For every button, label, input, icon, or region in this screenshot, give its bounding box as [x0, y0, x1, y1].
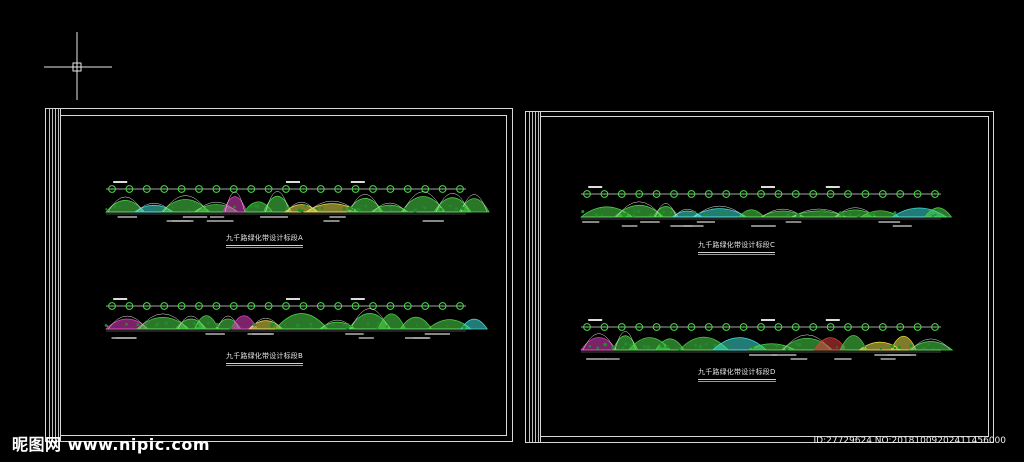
section-a-caption: 九千路绿化带设计标段A: [226, 234, 303, 246]
watermark-id: ID:27729624 NO:20181009202411456000: [813, 436, 1007, 446]
greenbelt-section-b-elevation: [104, 298, 488, 339]
greenbelt-section-a-elevation: [105, 181, 490, 222]
section-c-caption: 九千路绿化带设计标段C: [698, 241, 776, 253]
section-d-caption: 九千路绿化带设计标段D: [698, 368, 776, 380]
section-b-caption: 九千路绿化带设计标段B: [226, 352, 304, 364]
title-block-strip: [526, 112, 541, 442]
greenbelt-section-c-elevation: [579, 186, 953, 227]
elevation-linework: [579, 186, 953, 227]
title-block-strip: [46, 109, 61, 441]
cad-crosshair-cursor: [44, 32, 112, 100]
watermark-site: 昵图网 www.nipic.com: [12, 435, 210, 454]
elevation-linework: [104, 298, 488, 339]
sheet-inner-frame: [60, 115, 507, 436]
sheet-left: 九千路绿化带设计标段A 九千路绿化带设计标段B: [45, 108, 513, 442]
elevation-linework: [580, 319, 954, 360]
elevation-linework: [105, 181, 490, 222]
greenbelt-section-d-elevation: [580, 319, 954, 360]
sheet-right: 九千路绿化带设计标段C 九千路绿化带设计标段D: [525, 111, 994, 443]
sheet-inner-frame: [540, 116, 989, 437]
